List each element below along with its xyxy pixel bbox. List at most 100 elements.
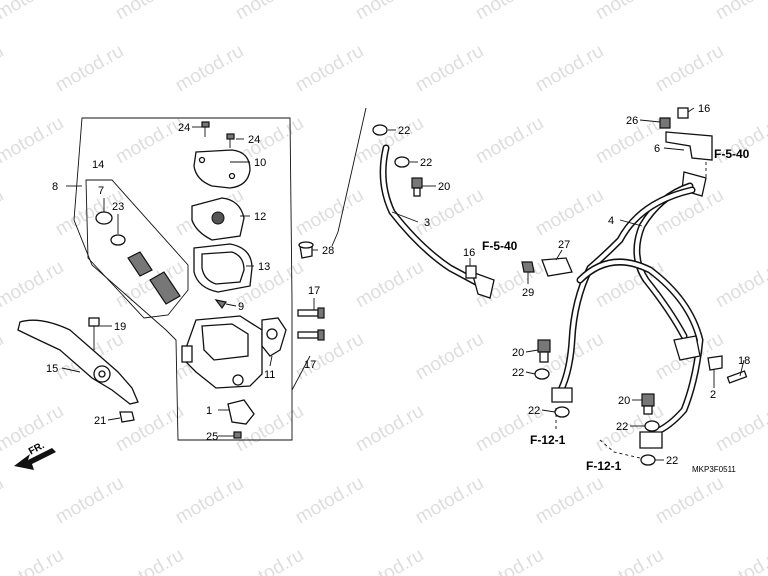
bolt-17b (297, 329, 325, 341)
callout-label: 4 (608, 215, 614, 227)
watermark-text: motod.ru (532, 185, 607, 241)
washer-22b (394, 156, 410, 168)
watermark-text: motod.ru (172, 473, 247, 529)
hose-end-fitting-b (639, 431, 663, 449)
divider-line (331, 231, 339, 247)
bolt-20a (411, 177, 423, 197)
watermark-text: motod.ru (0, 473, 7, 529)
watermark-text: motod.ru (0, 41, 7, 97)
callout-label: 3 (424, 217, 430, 229)
nut-29 (521, 261, 535, 273)
diaphragm-inner (201, 251, 245, 285)
watermark-text: motod.ru (472, 113, 547, 169)
watermark-text: motod.ru (472, 545, 547, 576)
watermark-text: motod.ru (0, 329, 7, 385)
diagram-code: MKP3F0511 (692, 465, 736, 474)
callout-label: 1 (206, 405, 212, 417)
callout-label: 22 (528, 405, 540, 417)
watermark-text: motod.ru (352, 257, 427, 313)
watermark-text: motod.ru (112, 0, 187, 24)
holder-hole (266, 328, 278, 340)
watermark-text: motod.ru (112, 401, 187, 457)
watermark-text: motod.ru (352, 401, 427, 457)
watermark-text: motod.ru (412, 185, 487, 241)
watermark-text: motod.ru (412, 473, 487, 529)
master-cylinder-boss (232, 374, 244, 386)
screw-24b (226, 133, 235, 148)
boot-28-top (298, 241, 314, 249)
reference-code: F-12-1 (586, 459, 622, 473)
callout-label: 24 (248, 134, 260, 146)
nut-26 (659, 117, 671, 129)
callout-label: 10 (254, 157, 266, 169)
watermark-text: motod.ru (292, 473, 367, 529)
callout-label: 25 (206, 431, 218, 443)
watermark-text: motod.ru (652, 41, 727, 97)
watermark-text: motod.ru (712, 257, 768, 313)
watermark-text: motod.ru (232, 0, 307, 24)
callout-label: 11 (264, 369, 275, 381)
callout-label: 12 (254, 211, 266, 223)
bolt-17a (297, 307, 325, 319)
screw-24a (201, 121, 210, 137)
callout-label: 16 (463, 247, 475, 259)
callout-label: 22 (616, 421, 628, 433)
callout-label: 29 (522, 287, 534, 299)
callout-label: 22 (666, 455, 678, 467)
brake-lever (17, 319, 139, 405)
watermark-text: motod.ru (52, 473, 127, 529)
callout-label: 7 (98, 185, 104, 197)
bolt-20c (641, 393, 655, 415)
watermark-text: motod.ru (112, 113, 187, 169)
watermark-text: motod.ru (232, 545, 307, 576)
callout-label: 23 (112, 201, 124, 213)
watermark-text: motod.ru (352, 0, 427, 24)
callout-label: 9 (238, 301, 244, 313)
cap-screw-hole (198, 156, 206, 164)
watermark-text: motod.ru (532, 473, 607, 529)
lever-pivot-hole (98, 370, 106, 378)
callout-label: 20 (618, 395, 630, 407)
washer-22a (372, 124, 388, 136)
screw-25 (233, 431, 242, 439)
hose-end-fitting-a (551, 387, 573, 403)
plate-center (211, 211, 225, 225)
watermark-text: motod.ru (412, 329, 487, 385)
brake-hose-2-inner (578, 260, 703, 434)
piston (127, 251, 153, 277)
clip-2 (707, 355, 723, 371)
callout-label: 22 (512, 367, 524, 379)
bolt-16b (677, 107, 689, 119)
direction-arrow (14, 448, 56, 470)
callout-labels: 24 24 10 12 13 28 9 17 17 11 1 25 14 8 7… (46, 103, 750, 467)
watermark-text: motod.ru (412, 41, 487, 97)
reference-code: F-5-40 (482, 239, 518, 253)
callout-label: 19 (114, 321, 126, 333)
bolt-16a (465, 265, 477, 279)
hose-3-fitting (471, 270, 495, 299)
boot-23 (110, 234, 126, 246)
callout-label: 13 (258, 261, 270, 273)
piston-cup (149, 271, 181, 305)
watermark-text: motod.ru (292, 41, 367, 97)
bolt-20b (537, 339, 551, 363)
callout-label: 26 (626, 115, 638, 127)
washer-22c (534, 368, 550, 380)
watermark-text: motod.ru (532, 41, 607, 97)
washer-22f (640, 454, 656, 466)
watermark-text: motod.ru (712, 545, 768, 576)
watermark-text: motod.ru (0, 113, 67, 169)
clamp-27 (541, 257, 573, 277)
watermark-text: motod.ru (652, 473, 727, 529)
master-cylinder-reservoir (201, 323, 249, 361)
reservoir-cap (193, 149, 251, 189)
callout-label: 14 (92, 159, 104, 171)
callout-label: 15 (46, 363, 58, 375)
watermark-text: motod.ru (592, 0, 667, 24)
bracket-6 (665, 131, 713, 161)
callout-label: 20 (438, 181, 450, 193)
assembly-outline (73, 117, 293, 441)
stop-switch (227, 399, 255, 425)
